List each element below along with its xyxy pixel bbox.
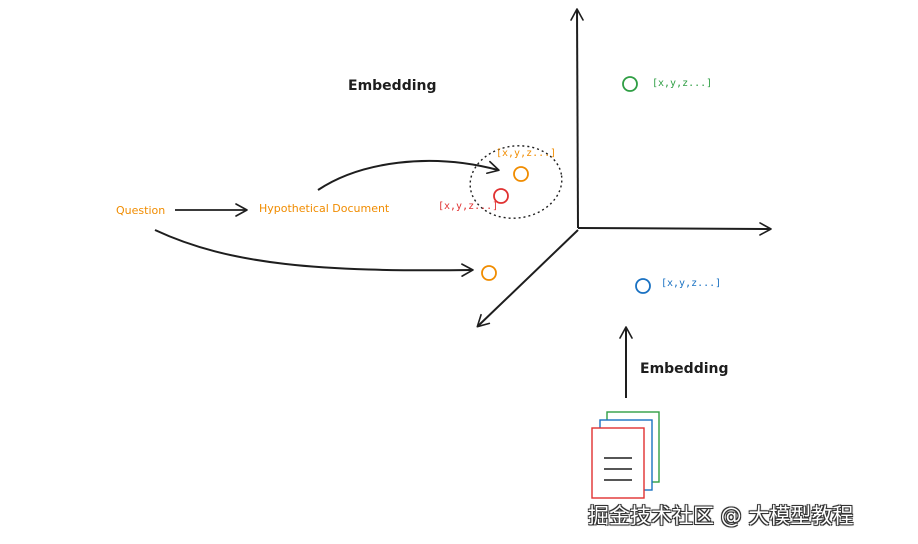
axis-horizontal — [577, 222, 772, 236]
embedding-label-top: Embedding — [348, 78, 437, 94]
axis-diagonal — [476, 229, 579, 328]
vector-label-red: [x,y,z...] — [438, 201, 499, 212]
watermark-text: 掘金技术社区 @ 大模型教程 — [588, 504, 854, 528]
axis-vertical — [570, 8, 584, 229]
vector-label-orange: [x,y,z...] — [496, 148, 557, 159]
point-orange-hypothetical — [513, 166, 529, 182]
hypothetical-embedding-curve — [317, 159, 500, 191]
point-orange-question — [481, 265, 497, 281]
point-blue-document — [635, 278, 651, 294]
vector-label-blue: [x,y,z...] — [661, 278, 722, 289]
hypothetical-document-label: Hypothetical Document — [259, 202, 390, 215]
question-label: Question — [116, 204, 166, 217]
point-green-document — [622, 76, 638, 92]
document-stack-icon — [591, 411, 660, 499]
embedding-label-bottom: Embedding — [640, 361, 729, 377]
similarity-cluster-ellipse — [469, 145, 563, 219]
question-embedding-curve — [154, 229, 474, 277]
vector-label-green: [x,y,z...] — [652, 78, 713, 89]
point-red-document — [493, 188, 509, 204]
